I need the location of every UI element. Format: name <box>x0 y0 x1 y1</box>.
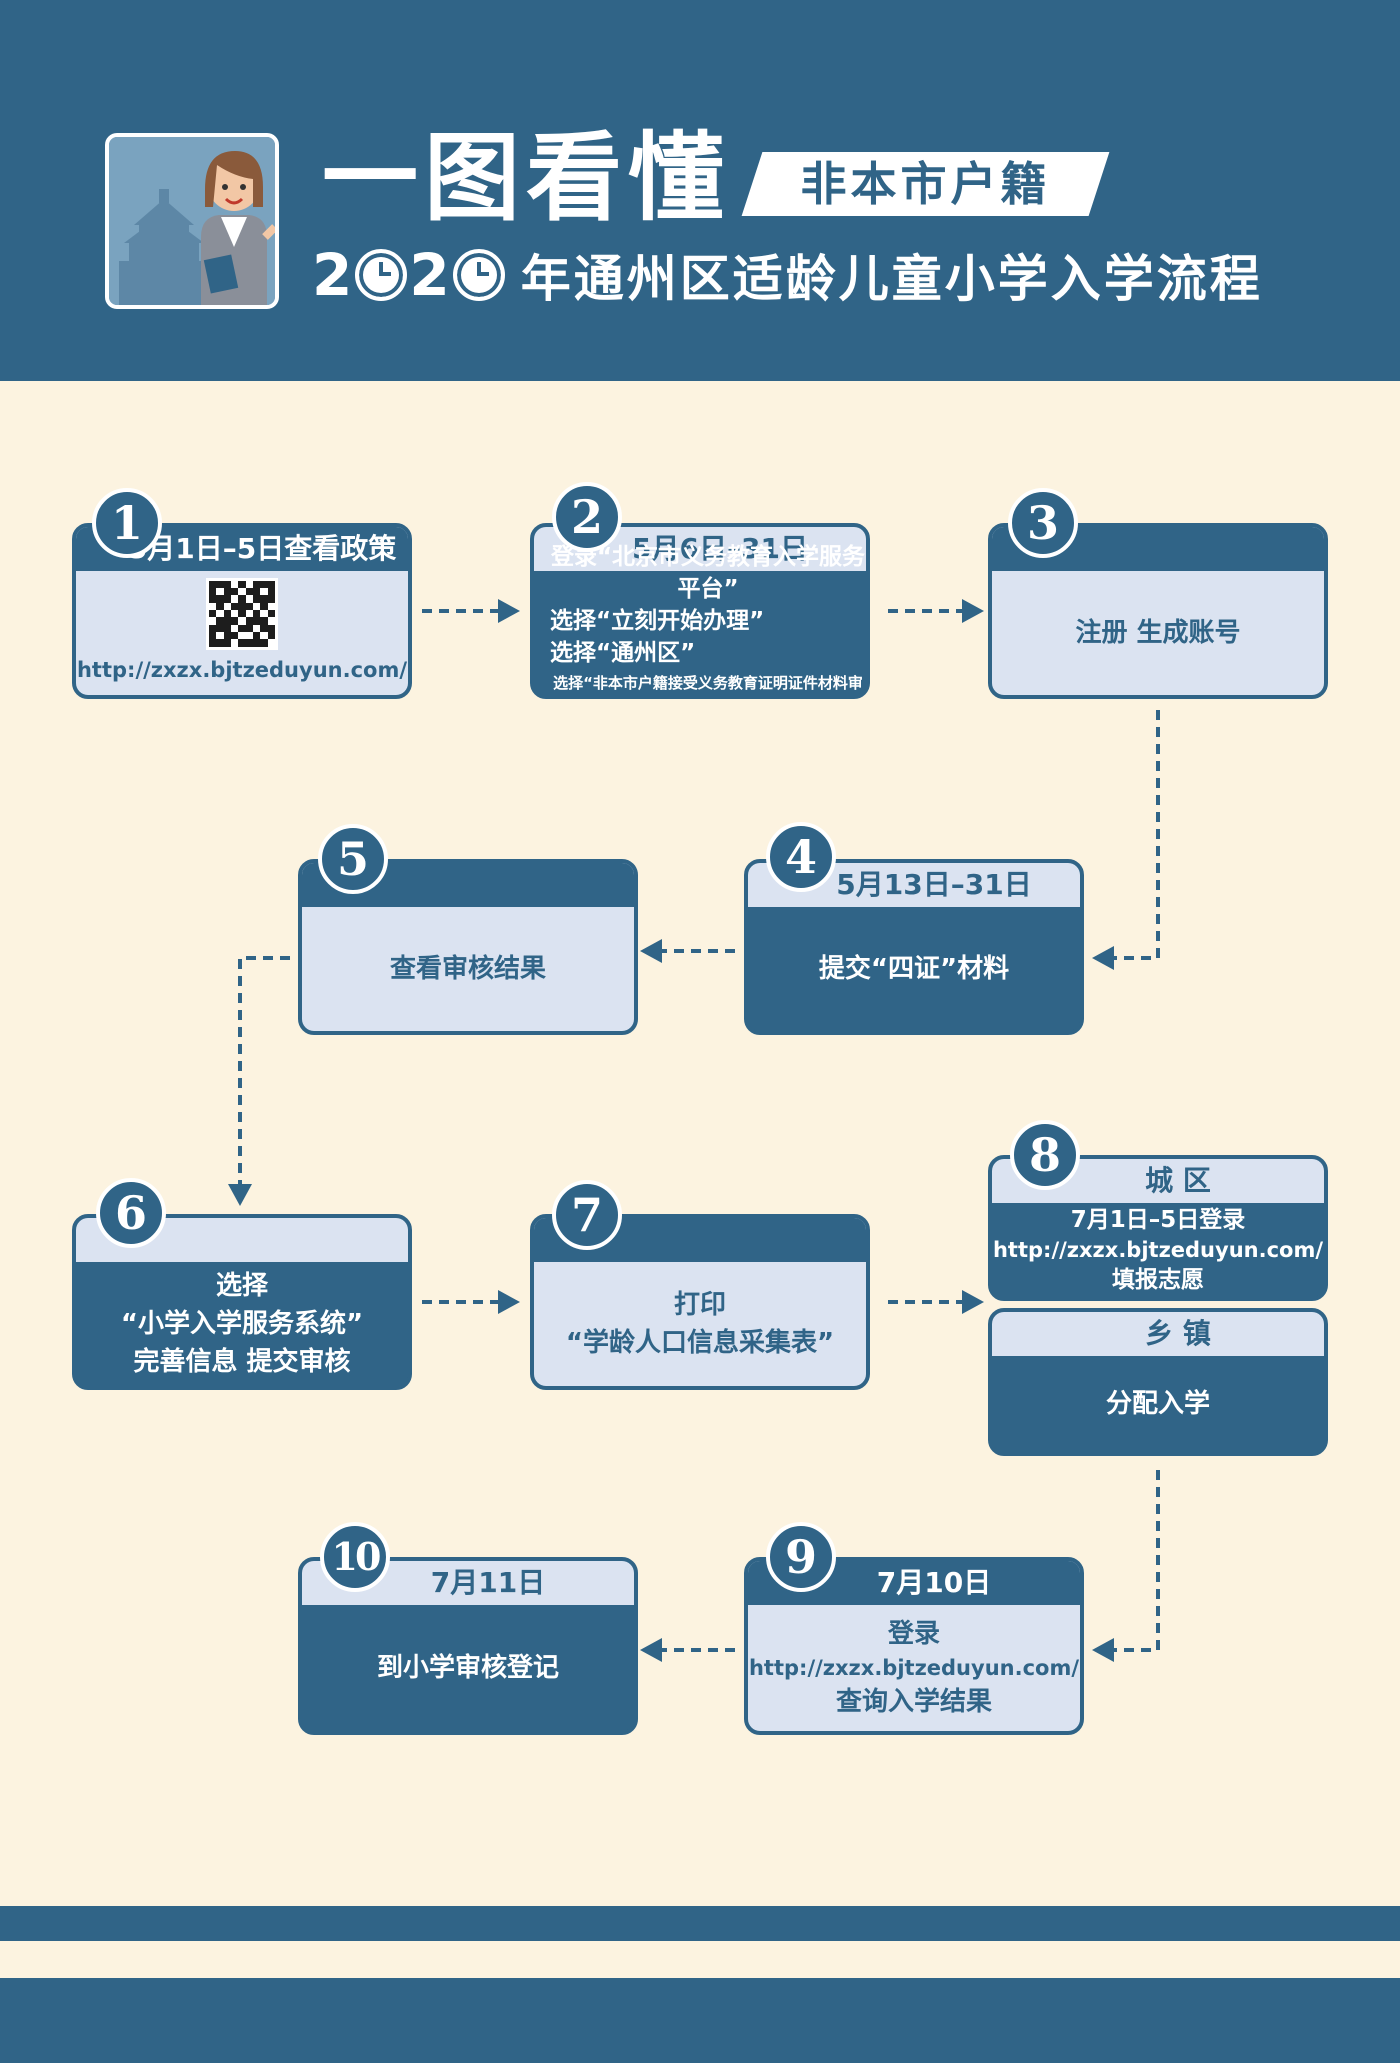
step-8-city-url[interactable]: http://zxzx.bjtzeduyun.com/ <box>992 1238 1324 1262</box>
footer-bar <box>0 1978 1400 2063</box>
step-6-line: 完善信息 提交审核 <box>133 1347 351 1377</box>
step-7-line: 打印 <box>673 1290 726 1320</box>
step-10-number: 10 <box>320 1522 390 1592</box>
arrowhead-1-2 <box>498 599 520 623</box>
step-2-line: 登录“北京市义务教育入学服务平台” <box>550 544 866 602</box>
arrowhead-2-3 <box>962 599 984 623</box>
step-4-number: 4 <box>766 822 836 892</box>
step-7-card: 打印 “学龄人口信息采集表” <box>530 1214 870 1390</box>
year-label: 2 2 <box>312 241 507 309</box>
subtitle: 2 2 年通州区适龄儿童小学入学流程 <box>312 240 1362 310</box>
step-9-line: 登录 <box>887 1619 940 1649</box>
step-8-city-line: 7月1日–5日登录 <box>1070 1207 1246 1233</box>
subtitle-text: 年通州区适龄儿童小学入学流程 <box>520 250 1263 308</box>
step-1-title: 5月1日–5日查看政策 <box>76 527 408 571</box>
arrow-5-6 <box>238 956 290 1190</box>
arrowhead-5-6 <box>228 1184 252 1206</box>
step-8-town-text: 分配入学 <box>1105 1389 1210 1419</box>
arrow-8-9 <box>1110 1470 1160 1652</box>
year-digit: 2 <box>312 241 354 309</box>
clock-icon <box>355 249 408 301</box>
step-8-town-card: 乡 镇 分配入学 <box>988 1308 1328 1456</box>
qr-code-icon <box>206 577 278 650</box>
step-5-text: 查看审核结果 <box>389 954 546 984</box>
step-9-card: 7月10日 登录 http://zxzx.bjtzeduyun.com/ 查询入… <box>744 1557 1084 1735</box>
step-6-number: 6 <box>96 1178 166 1248</box>
step-8-number: 8 <box>1010 1120 1080 1190</box>
residency-tag: 非本市户籍 <box>800 157 1051 211</box>
teacher-icon <box>109 137 275 305</box>
arrowhead-4-5 <box>640 939 662 963</box>
step-9-url[interactable]: http://zxzx.bjtzeduyun.com/ <box>748 1656 1080 1680</box>
step-6-line: “小学入学服务系统” <box>120 1309 364 1339</box>
step-1-url[interactable]: http://zxzx.bjtzeduyun.com/ <box>76 657 408 682</box>
step-6-line: 选择 <box>215 1271 268 1301</box>
step-5-number: 5 <box>318 824 388 894</box>
arrowhead-9-10 <box>640 1638 662 1662</box>
step-9-number: 9 <box>766 1522 836 1592</box>
arrowhead-8-9 <box>1092 1638 1114 1662</box>
arrowhead-6-7 <box>498 1290 520 1314</box>
step-7-line: “学龄人口信息采集表” <box>565 1328 835 1358</box>
step-3-number: 3 <box>1008 488 1078 558</box>
step-3-text: 注册 生成账号 <box>1075 618 1241 648</box>
step-8-city-line: 填报志愿 <box>1112 1267 1204 1293</box>
step-8-town-title: 乡 镇 <box>992 1312 1324 1360</box>
clock-icon <box>452 249 505 301</box>
step-1-number: 1 <box>92 488 162 558</box>
step-2-card: 5月6日–31日 登录“北京市义务教育入学服务平台” 选择“立刻开始办理” 选择… <box>530 523 870 699</box>
footer-stripe <box>0 1906 1400 1941</box>
step-9-line: 查询入学结果 <box>835 1687 992 1717</box>
step-2-note: 选择“非本市户籍接受义务教育证明证件材料审核入口” <box>553 674 863 692</box>
step-2-line: 选择“通州区” <box>550 640 696 666</box>
arrowhead-7-8 <box>962 1290 984 1314</box>
step-7-number: 7 <box>552 1180 622 1250</box>
title-main: 一图看懂 <box>322 122 730 234</box>
arrow-3-4 <box>1110 710 1160 960</box>
step-10-text: 到小学审核登记 <box>376 1653 559 1683</box>
arrowhead-3-4 <box>1092 946 1114 970</box>
step-2-line: 选择“立刻开始办理” <box>550 608 765 634</box>
step-4-text: 提交“四证”材料 <box>818 954 1010 984</box>
step-2-number: 2 <box>552 482 622 552</box>
teacher-illustration <box>105 133 279 309</box>
year-digit: 2 <box>409 241 451 309</box>
